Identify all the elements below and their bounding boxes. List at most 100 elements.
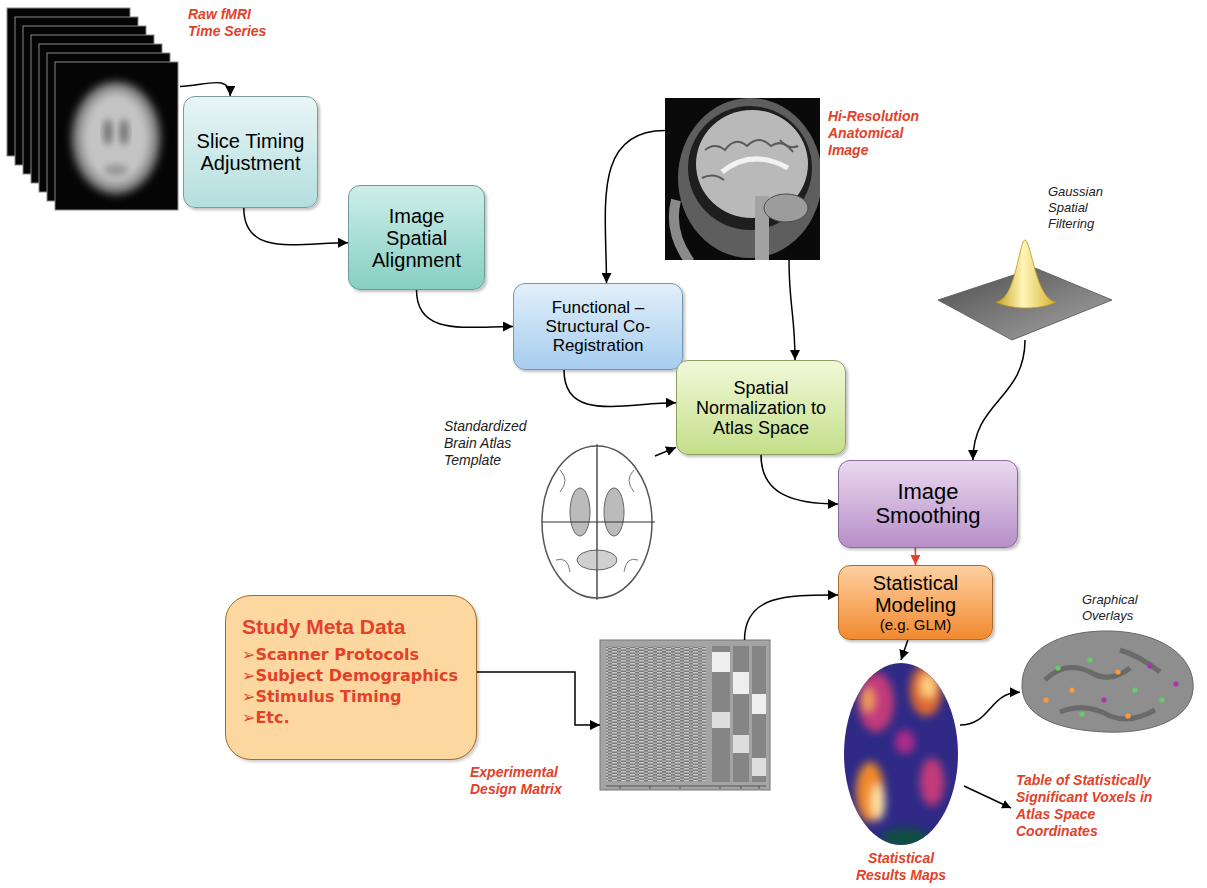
box-text: Statistical Modeling: [849, 572, 982, 616]
bullet-item: ➢Stimulus Timing: [242, 686, 462, 707]
table-arrow: [964, 786, 1011, 808]
surface-overlay-art: [1043, 697, 1048, 702]
design-matrix-art: [733, 735, 749, 753]
flow-arrow: [960, 692, 1020, 725]
surface-overlay-art: [1055, 665, 1060, 670]
surface-overlay-art: [1079, 711, 1084, 716]
fmri-image-stack: Raw fMRI Time Series: [4, 4, 180, 210]
statistical-map-art: [844, 663, 958, 845]
flow-arrow: [477, 672, 600, 725]
brain-atlas-template: Standardized Brain Atlas Template: [540, 440, 655, 600]
image-caption: Gaussian Spatial Filtering: [1048, 184, 1120, 232]
sagittal-mri-art: [722, 159, 788, 172]
design-matrix-art: [733, 672, 749, 694]
gaussian-kernel-art: [996, 240, 1056, 308]
process-box: Functional – Structural Co-Registration: [513, 283, 683, 370]
activation-blobs: [920, 674, 936, 698]
atlas-template-art: [542, 444, 655, 600]
surface-overlay-art: [1147, 663, 1152, 668]
flow-arrow: [789, 260, 795, 360]
design-matrix-art: [712, 646, 730, 782]
design-matrix: Experimental Design Matrix: [600, 640, 770, 790]
image-caption: Statistical Results Maps: [846, 850, 956, 884]
statistical-map: Statistical Results Maps: [842, 660, 960, 846]
bullet-item: ➢Subject Demographics: [242, 665, 462, 686]
fmri-stack-art: [82, 92, 150, 184]
sagittal-mri-art: [688, 106, 812, 230]
design-matrix-art: [752, 758, 766, 776]
atlas-template-art: [570, 488, 590, 536]
activation-blobs: [856, 762, 884, 822]
anatomical-mri-image: Hi-Resolution Anatomical Image: [665, 98, 820, 260]
gaussian-kernel: Gaussian Spatial Filtering: [938, 238, 1112, 340]
sagittal-mri-art: [678, 98, 820, 258]
flow-arrow: [915, 548, 917, 565]
fmri-stack-art: [119, 119, 129, 145]
box-heading: Study Meta Data: [242, 614, 462, 640]
box-text: Image Spatial Alignment: [359, 205, 474, 271]
box-text: Spatial Normalization to Atlas Space: [687, 378, 835, 438]
design-matrix-art: [752, 646, 766, 782]
surface-overlay-art: [1159, 697, 1164, 702]
box-text: Functional – Structural Co-Registration: [524, 298, 672, 355]
flow-arrow: [180, 83, 230, 96]
atlas-template-art: [542, 444, 655, 600]
surface-overlay-art: [1115, 669, 1120, 674]
sagittal-mri-art: [674, 200, 690, 260]
gaussian-kernel-art: [938, 240, 1112, 340]
surface-overlay: Graphical Overlays: [1020, 628, 1195, 735]
sagittal-mri-art: [702, 140, 798, 180]
flow-arrow: [605, 130, 665, 283]
activation-blobs: [862, 688, 874, 712]
design-matrix-art: [606, 786, 766, 789]
box-text: Slice Timing Adjustment: [194, 130, 307, 174]
activation-blobs: [895, 730, 915, 754]
process-box: Image Smoothing: [838, 460, 1018, 548]
bullet-item: ➢Scanner Protocols: [242, 644, 462, 665]
flow-arrow: [655, 447, 676, 456]
surface-overlay-art: [1022, 631, 1193, 732]
image-caption: Hi-Resolution Anatomical Image: [828, 108, 936, 159]
fmri-stack-art: [103, 119, 113, 145]
design-matrix-art: [712, 652, 730, 672]
bullet-item: ➢Etc.: [242, 707, 462, 728]
surface-overlay-art: [1132, 687, 1137, 692]
activation-blobs: [858, 672, 894, 732]
statistical-map-art: [844, 663, 958, 848]
image-caption: Experimental Design Matrix: [470, 764, 594, 798]
process-box: Statistical Modeling(e.g. GLM): [838, 565, 993, 640]
flow-arrow: [564, 370, 676, 406]
surface-overlay-art: [1069, 687, 1074, 692]
activation-blobs: [871, 784, 885, 820]
metadata-box: Study Meta Data ➢Scanner Protocols➢Subjec…: [225, 595, 477, 760]
process-box: Slice Timing Adjustment: [183, 96, 318, 208]
atlas-template-art: [604, 488, 624, 536]
flow-arrow: [761, 455, 838, 504]
sagittal-mri-art: [705, 140, 793, 152]
design-matrix-art: [752, 694, 766, 714]
box-text: Image Smoothing: [849, 480, 1007, 528]
activation-blobs: [881, 828, 929, 848]
image-caption: Standardized Brain Atlas Template: [444, 418, 536, 469]
fmri-stack-art: [72, 82, 160, 194]
box-text: (e.g. GLM): [849, 616, 982, 633]
flow-arrow: [417, 290, 514, 327]
process-box: Image Spatial Alignment: [348, 185, 485, 290]
design-matrix-art: [606, 646, 706, 782]
activation-blobs: [856, 664, 944, 848]
fmri-stack-art: [104, 164, 128, 176]
surface-overlay-art: [1045, 650, 1160, 719]
sagittal-mri-art: [665, 98, 820, 260]
fmri-stack-art: [55, 62, 178, 210]
image-caption: Graphical Overlays: [1082, 592, 1162, 624]
flow-arrow: [244, 208, 348, 245]
activation-blobs: [920, 758, 944, 806]
note-label: Table of Statistically Significant Voxel…: [1016, 772, 1162, 840]
surface-overlay-art: [1022, 631, 1193, 732]
flow-arrow: [901, 640, 908, 660]
design-matrix-art: [600, 640, 770, 790]
sagittal-mri-art: [764, 194, 808, 222]
